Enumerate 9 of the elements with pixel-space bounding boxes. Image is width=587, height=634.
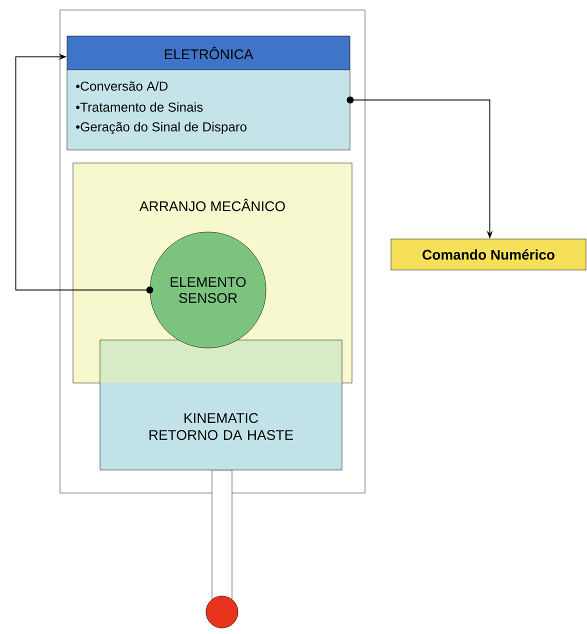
list-item: •Geração do Sinal de Disparo xyxy=(76,122,246,134)
list-item: •Tratamento de Sinais xyxy=(76,102,203,112)
arrow xyxy=(15,54,154,294)
box-title: ARRANJO MECÂNICO xyxy=(139,198,285,212)
box-header: ELETRÔNICA xyxy=(164,46,254,60)
list-item: •Conversão A/D xyxy=(76,81,168,91)
stylus-drawing xyxy=(206,470,238,628)
box-title: KINEMATIC RETORNO DA HASTE xyxy=(150,413,293,440)
command-box: Comando Numérico xyxy=(390,238,586,270)
